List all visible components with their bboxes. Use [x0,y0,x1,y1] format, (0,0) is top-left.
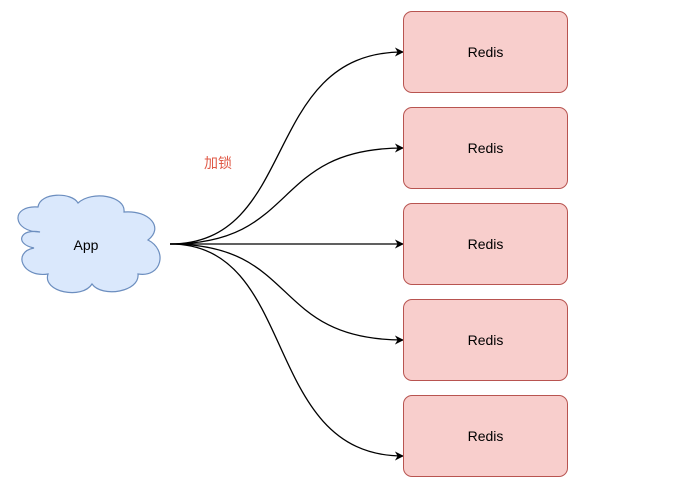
cloud-icon[interactable] [17,194,161,294]
edge-app-to-redis-4 [169,243,404,345]
redis-node-2[interactable]: Redis [403,107,568,189]
redis-node-4[interactable]: Redis [403,299,568,381]
redis-node-5[interactable]: Redis [403,395,568,477]
app-node-label[interactable]: App [73,237,99,253]
redis-node-3[interactable]: Redis [403,203,568,285]
edge-app-to-redis-2 [169,143,404,245]
edge-app-to-redis-1 [169,47,404,245]
redis-node-1[interactable]: Redis [403,11,568,93]
lock-annotation: 加锁 [204,156,232,172]
edge-app-to-redis-5 [169,243,404,461]
